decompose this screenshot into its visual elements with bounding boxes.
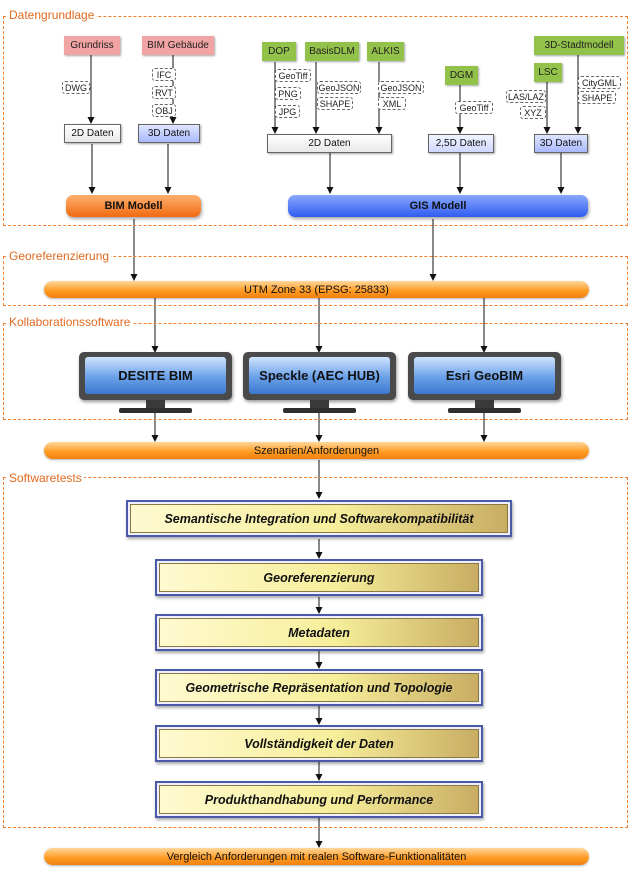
gis-3d-daten: 3D Daten (534, 134, 588, 153)
format-dwg: DWG (62, 81, 90, 94)
szenarien-bar: Szenarien/Anforderungen (44, 442, 589, 459)
section-datengrundlage (3, 16, 628, 226)
software-desite-bim: DESITE BIM (85, 357, 226, 394)
source-lsc: LSC (534, 63, 562, 82)
test-label: Metadaten (159, 618, 479, 647)
format-rvt: RVT (152, 86, 176, 99)
test-label: Semantische Integration und Softwarekomp… (130, 504, 508, 533)
section-kollaboration (3, 323, 628, 420)
bim-modell: BIM Modell (66, 195, 201, 217)
gis-25d-daten: 2,5D Daten (428, 134, 494, 153)
section-title-softwaretests: Softwaretests (7, 471, 84, 485)
monitor-esri-geobim: Esri GeoBIM (408, 352, 561, 414)
format-xyz: XYZ (520, 106, 546, 119)
section-georeferenzierung (3, 256, 628, 306)
format-geojson-basisdlm: GeoJSON (317, 81, 361, 94)
format-las-laz: LAS/LAZ (506, 90, 546, 103)
test-georeferenzierung: Georeferenzierung (155, 559, 483, 596)
utm-zone-bar: UTM Zone 33 (EPSG: 25833) (44, 281, 589, 298)
bim-2d-daten: 2D Daten (64, 124, 121, 143)
format-citygml: CityGML (578, 76, 621, 89)
source-dop: DOP (262, 42, 296, 61)
test-vollstaendigkeit: Vollständigkeit der Daten (155, 725, 483, 762)
format-png: PNG (275, 87, 301, 100)
format-ifc: IFC (152, 68, 176, 81)
software-esri-geobim: Esri GeoBIM (414, 357, 555, 394)
test-semantische-integration: Semantische Integration und Softwarekomp… (126, 500, 512, 537)
format-geotiff-dgm: GeoTiff (455, 101, 493, 114)
vergleich-bar: Vergleich Anforderungen mit realen Softw… (44, 848, 589, 865)
test-label: Produkthandhabung und Performance (159, 785, 479, 814)
source-dgm: DGM (445, 66, 478, 85)
section-title-kollaboration: Kollaborationssoftware (7, 315, 133, 329)
section-title-datengrundlage: Datengrundlage (7, 8, 97, 22)
monitor-desite-bim: DESITE BIM (79, 352, 232, 414)
test-label: Georeferenzierung (159, 563, 479, 592)
format-shape-stadtmodell: SHAPE (578, 91, 616, 104)
format-jpg: JPG (275, 105, 300, 118)
section-softwaretests (3, 477, 628, 828)
source-bim-gebaeude: BIM Gebäude (142, 36, 214, 55)
source-grundriss: Grundriss (64, 36, 120, 55)
gis-2d-daten: 2D Daten (267, 134, 392, 153)
format-shape-basisdlm: SHAPE (317, 97, 353, 110)
section-title-georeferenzierung: Georeferenzierung (7, 249, 112, 263)
bim-3d-daten: 3D Daten (138, 124, 200, 143)
format-obj: OBJ (152, 104, 176, 117)
test-metadaten: Metadaten (155, 614, 483, 651)
test-label: Geometrische Repräsentation und Topologi… (159, 673, 479, 702)
source-3d-stadtmodell: 3D-Stadtmodell (534, 36, 624, 55)
format-xml: XML (378, 97, 406, 110)
monitor-speckle: Speckle (AEC HUB) (243, 352, 396, 414)
test-label: Vollständigkeit der Daten (159, 729, 479, 758)
gis-modell: GIS Modell (288, 195, 588, 217)
source-basisdlm: BasisDLM (305, 42, 359, 61)
format-geotiff-dop: GeoTiff (275, 69, 311, 82)
test-geometrische-repraesentation: Geometrische Repräsentation und Topologi… (155, 669, 483, 706)
format-geojson-alkis: GeoJSON (378, 81, 424, 94)
source-alkis: ALKIS (367, 42, 404, 61)
software-speckle: Speckle (AEC HUB) (249, 357, 390, 394)
test-produkthandhabung: Produkthandhabung und Performance (155, 781, 483, 818)
